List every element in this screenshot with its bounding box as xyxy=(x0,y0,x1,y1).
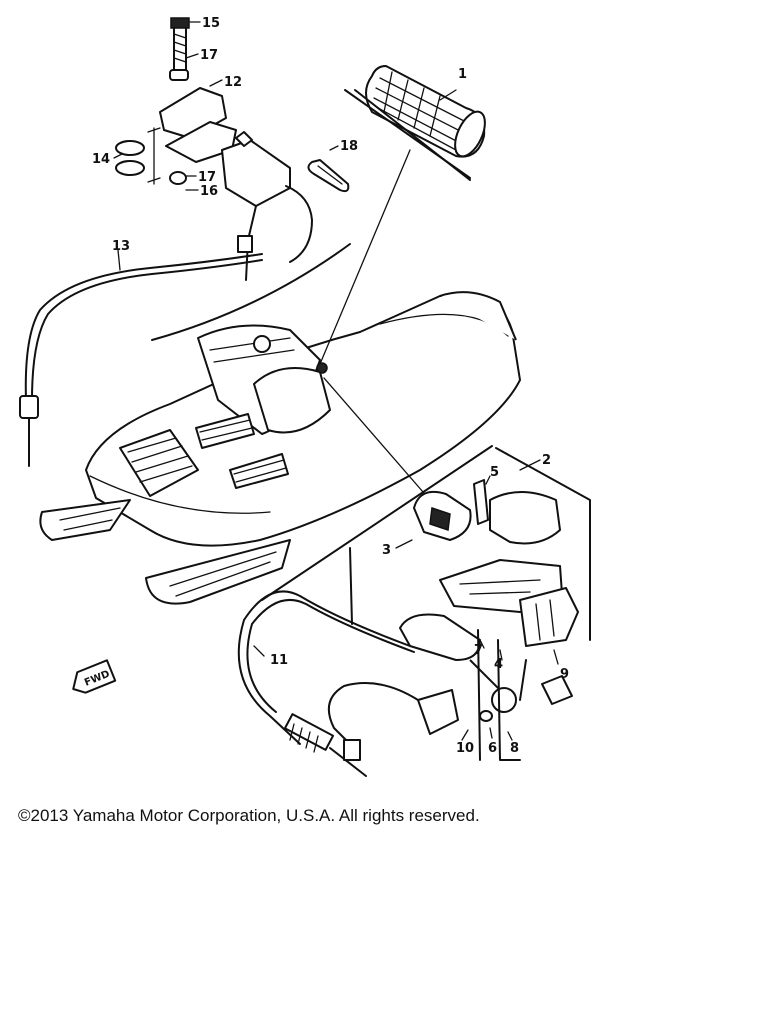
callout-17-top: 17 xyxy=(200,48,218,63)
callout-14: 14 xyxy=(92,152,110,167)
spring-clip xyxy=(307,159,350,193)
brake-switch-assembly xyxy=(261,445,591,761)
callout-10: 10 xyxy=(456,741,474,756)
callout-2: 2 xyxy=(542,453,551,468)
callout-leaders xyxy=(113,21,559,741)
pointer-switch xyxy=(323,377,431,501)
callout-17-mid: 17 xyxy=(198,170,216,185)
forward-direction-marker: FWD xyxy=(72,659,117,694)
switch-harness xyxy=(327,682,493,761)
callout-9: 9 xyxy=(560,667,569,682)
handlebar-grip xyxy=(344,65,486,179)
brake-cable xyxy=(237,590,415,777)
pointer-grip xyxy=(319,149,411,365)
callout-11: 11 xyxy=(270,653,288,668)
callout-12: 12 xyxy=(224,75,242,90)
copyright-notice: ©2013 Yamaha Motor Corporation, U.S.A. A… xyxy=(18,806,480,825)
snowmobile-body xyxy=(39,291,521,605)
callout-8: 8 xyxy=(510,741,519,756)
section-divider-right xyxy=(354,89,471,181)
callout-15: 15 xyxy=(202,16,220,31)
callout-7: 7 xyxy=(474,643,483,658)
callout-3: 3 xyxy=(382,543,391,558)
throttle-housing-assembly xyxy=(115,17,313,281)
section-divider-upper xyxy=(151,243,351,341)
callout-6: 6 xyxy=(488,741,497,756)
callout-13: 13 xyxy=(112,239,130,254)
throttle-cable xyxy=(19,253,263,467)
callout-1: 1 xyxy=(458,67,467,82)
callout-4: 4 xyxy=(494,657,503,672)
callout-5: 5 xyxy=(490,465,499,480)
exploded-parts-diagram: FWD 15 17 12 14 17 16 18 13 1 2 5 3 7 4 … xyxy=(19,16,591,777)
callout-16: 16 xyxy=(200,184,218,199)
callout-18: 18 xyxy=(340,139,358,154)
